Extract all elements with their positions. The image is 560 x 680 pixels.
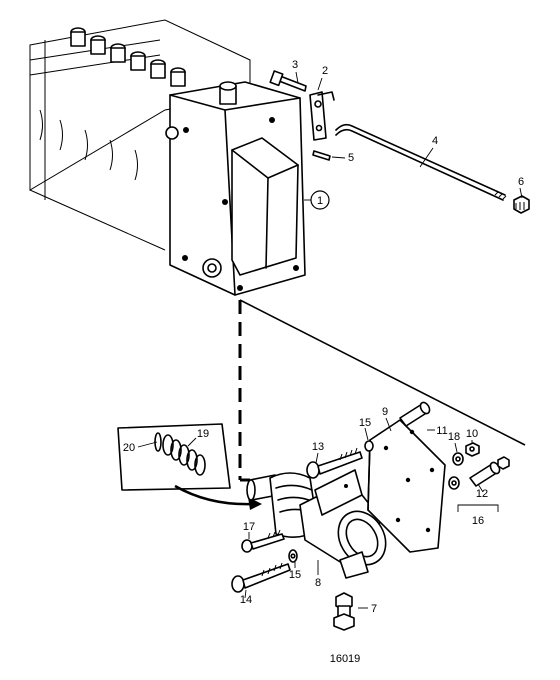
washer-20 xyxy=(154,432,162,452)
fitting-7 xyxy=(333,592,355,631)
drawing-number: 16019 xyxy=(330,653,361,665)
callout-13-label: 13 xyxy=(312,441,324,453)
washer-15-upper xyxy=(364,440,460,490)
callout-16-label: 16 xyxy=(472,515,484,527)
spring-detail-view xyxy=(117,423,262,510)
stop-solenoid xyxy=(246,469,387,579)
callout-5-label: 5 xyxy=(348,152,354,164)
callout-10-label: 10 xyxy=(466,428,478,440)
callout-8-label: 8 xyxy=(315,577,321,589)
bolt-14 xyxy=(231,562,291,593)
governor-housing xyxy=(165,81,306,296)
nut-16 xyxy=(497,456,510,470)
spring-19 xyxy=(162,434,206,476)
washer-18 xyxy=(452,452,464,466)
spacer-12 xyxy=(469,461,501,487)
callout-3-label: 3 xyxy=(292,59,298,71)
callout-7-label: 7 xyxy=(371,603,377,615)
callout-14-label: 14 xyxy=(240,594,252,606)
callout-2-label: 2 xyxy=(322,65,328,77)
spacer-11 xyxy=(399,401,431,427)
washer-15-lower xyxy=(288,549,298,563)
injection-pump-body xyxy=(29,19,251,251)
leader-lines xyxy=(137,71,523,609)
delivery-valves xyxy=(70,27,186,87)
bolt-17 xyxy=(241,529,285,553)
nut-10 xyxy=(465,442,480,457)
callout-20-label: 20 xyxy=(123,442,135,454)
mounting-plate-9 xyxy=(367,419,446,553)
nut-6 xyxy=(513,195,530,214)
bolt-13 xyxy=(306,447,363,479)
stop-lever-assembly xyxy=(269,70,335,161)
callout-1-label: 1 xyxy=(317,195,323,207)
callout-19-label: 19 xyxy=(197,428,209,440)
callout-12-label: 12 xyxy=(476,488,488,500)
callout-15-label-lower: 15 xyxy=(289,569,301,581)
callout-1: 1 xyxy=(310,190,330,210)
callout-17-label: 17 xyxy=(243,521,255,533)
callout-15-label-upper: 15 xyxy=(359,417,371,429)
callout-18-label: 18 xyxy=(448,431,460,443)
callout-9-label: 9 xyxy=(382,406,388,418)
callout-11-label: 11 xyxy=(436,425,447,437)
callout-4-label: 4 xyxy=(432,135,438,147)
callout-6-label: 6 xyxy=(518,176,524,188)
